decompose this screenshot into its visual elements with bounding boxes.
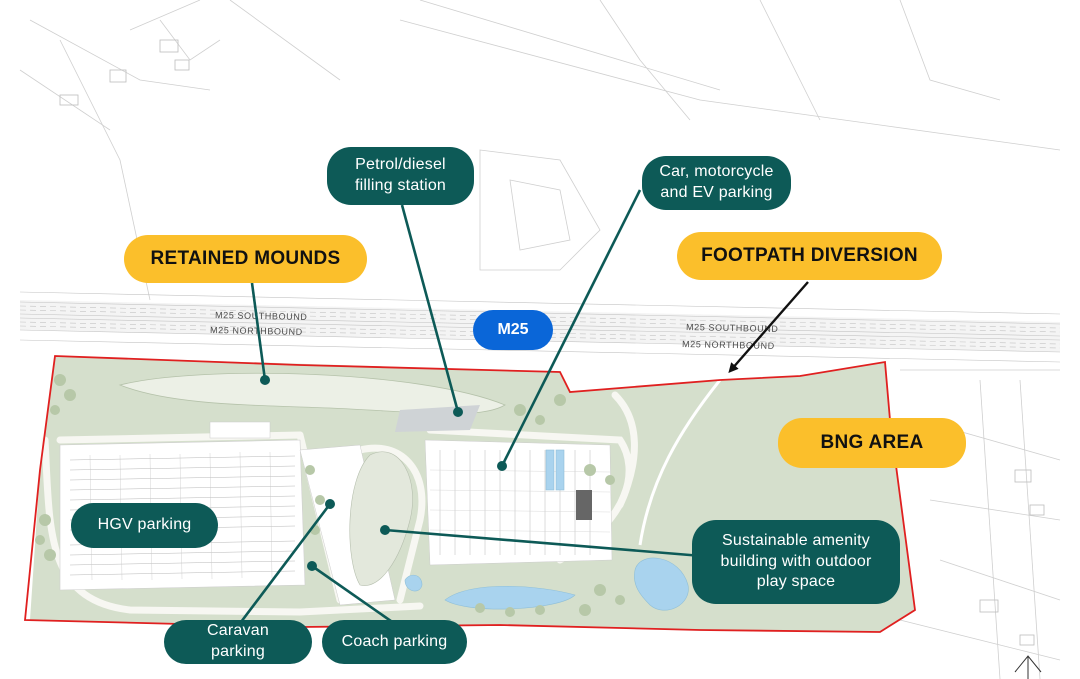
site-boundary bbox=[24, 355, 916, 633]
leader-petrol bbox=[400, 204, 460, 413]
road-label-southbound-east: M25 SOUTHBOUND bbox=[686, 322, 779, 334]
label-bng-area: BNG AREA bbox=[778, 418, 966, 468]
leader-caravan bbox=[236, 503, 332, 627]
label-footpath-diversion: FOOTPATH DIVERSION bbox=[677, 232, 942, 280]
building-footprints bbox=[59, 39, 1045, 646]
north-arrow-icon bbox=[1014, 655, 1042, 679]
leader-car-parking bbox=[500, 189, 642, 467]
road-label-southbound-west: M25 SOUTHBOUND bbox=[215, 310, 308, 322]
callout-caravan-parking: Caravan parking bbox=[164, 620, 312, 664]
leader-coach bbox=[311, 564, 399, 628]
callout-car-parking: Car, motorcycle and EV parking bbox=[642, 156, 791, 210]
leader-lines bbox=[236, 189, 703, 628]
label-retained-mounds: RETAINED MOUNDS bbox=[124, 235, 367, 283]
road-label-northbound-west: M25 NORTHBOUND bbox=[210, 325, 303, 337]
amenity-building bbox=[349, 451, 413, 586]
water-features bbox=[404, 449, 689, 611]
callout-hgv-parking: HGV parking bbox=[71, 503, 218, 548]
callout-coach-parking: Coach parking bbox=[322, 620, 467, 664]
callout-amenity-building: Sustainable amenity building with outdoo… bbox=[692, 520, 900, 604]
car-parking-area bbox=[424, 439, 613, 566]
tree-planting bbox=[35, 374, 625, 617]
callout-petrol-filling-station: Petrol/diesel filling station bbox=[327, 147, 474, 205]
road-label-northbound-east: M25 NORTHBOUND bbox=[682, 339, 775, 351]
m25-badge: M25 bbox=[473, 310, 553, 350]
surrounding-linework bbox=[19, 0, 1061, 679]
footpath-diversion-arrow bbox=[728, 281, 809, 374]
footpath bbox=[638, 379, 722, 546]
leader-amenity bbox=[384, 528, 703, 558]
leader-dots bbox=[260, 375, 507, 571]
leader-retained-mounds bbox=[250, 282, 267, 381]
